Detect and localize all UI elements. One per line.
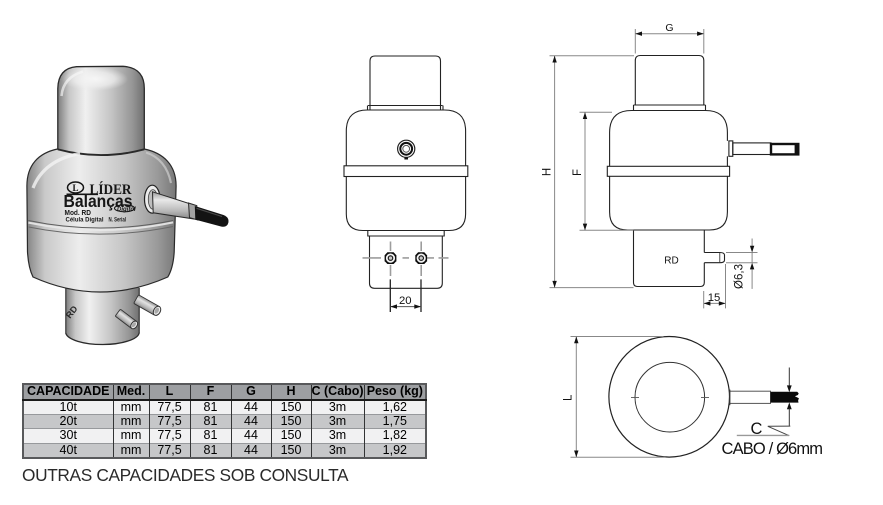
svg-text:Ø6,3: Ø6,3 [734, 264, 746, 289]
svg-text:CABO / Ø6mm: CABO / Ø6mm [722, 440, 823, 458]
svg-text:F: F [572, 169, 584, 176]
svg-text:G: G [665, 22, 673, 34]
svg-text:L: L [563, 394, 575, 401]
svg-text:Célula Digital: Célula Digital [66, 216, 104, 223]
svg-text:Digitol: Digitol [117, 207, 136, 213]
svg-text:RD: RD [664, 256, 678, 267]
svg-text:N. Serial: N. Serial [109, 216, 127, 223]
svg-text:20: 20 [399, 295, 412, 307]
svg-text:L: L [72, 183, 78, 193]
svg-text:H: H [542, 168, 554, 176]
svg-text:15: 15 [708, 292, 721, 304]
svg-text:Mod. RD: Mod. RD [65, 208, 92, 217]
svg-text:C: C [751, 420, 763, 438]
svg-text:Balanças: Balanças [64, 191, 133, 211]
svg-text:LÍDER: LÍDER [90, 181, 132, 198]
